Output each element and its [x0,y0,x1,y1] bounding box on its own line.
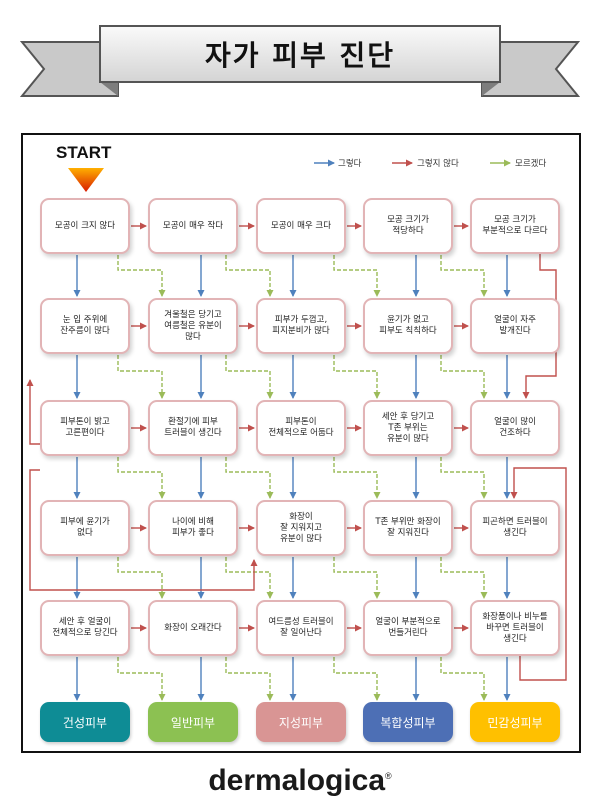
connector-arrow [333,657,381,701]
question-node: 세안 후 얼굴이 전체적으로 당긴다 [40,600,130,656]
question-node: 피부톤이 밝고 고른편이다 [40,400,130,456]
question-node: 피부톤이 전체적으로 어둡다 [256,400,346,456]
result-oily-skin: 지성피부 [256,702,346,742]
question-node: 눈 입 주위에 잔주름이 많다 [40,298,130,354]
legend-label-unknown: 모르겠다 [515,159,547,169]
connector-arrow [440,657,488,701]
connectors [26,222,567,701]
diagram-frame [21,133,581,753]
result-normal-skin: 일반피부 [148,702,238,742]
question-node: 피곤하면 트러블이 생긴다 [470,500,560,556]
question-node: 세안 후 당기고 T존 부위는 유분이 많다 [363,400,453,456]
connector-arrow [333,355,381,399]
question-node: 겨울철은 당기고 여름철은 유분이 많다 [148,298,238,354]
question-node: 얼굴이 많이 건조하다 [470,400,560,456]
connector-arrow [225,255,274,297]
connector-arrow [225,457,274,499]
question-node: T존 부위만 화장이 잘 지워진다 [363,500,453,556]
question-node: 여드름성 트러블이 잘 일어난다 [256,600,346,656]
question-node: 화장품이나 비누를 바꾸면 트러블이 생긴다 [470,600,560,656]
question-node: 윤기가 없고 피부도 칙칙하다 [363,298,453,354]
connector-arrow [225,557,274,599]
question-node: 화장이 오래간다 [148,600,238,656]
start-arrow-icon [68,168,104,192]
logo-text: dermalogica [208,764,386,797]
question-node: 모공이 매우 작다 [148,198,238,254]
connector-arrow [333,557,381,599]
connector-arrow [117,657,166,701]
start-label: START [56,143,112,162]
question-node: 얼굴이 부분적으로 번들거린다 [363,600,453,656]
connector-arrow [440,557,488,599]
question-node: 화장이 잘 지워지고 유분이 많다 [256,500,346,556]
question-node: 얼굴이 자주 발개진다 [470,298,560,354]
connector-arrow [225,355,274,399]
question-node: 모공 크기가 부분적으로 다르다 [470,198,560,254]
result-dry-skin: 건성피부 [40,702,130,742]
connector-arrow [510,467,567,681]
brand-logo: dermalogica® [208,764,392,797]
result-combination-skin: 복합성피부 [363,702,453,742]
result-sensitive-skin: 민감성피부 [470,702,560,742]
question-node: 피부가 두껍고, 피지분비가 많다 [256,298,346,354]
connector-arrow [225,657,274,701]
connector-arrow [117,457,166,499]
connector-arrow [29,469,258,591]
title-banner [19,25,581,97]
connector-arrow [117,557,166,599]
connector-arrow [440,457,488,499]
connector-arrow [117,355,166,399]
question-node: 환절기에 피부 트러블이 생긴다 [148,400,238,456]
question-node: 모공이 매우 크다 [256,198,346,254]
connector-arrow [333,457,381,499]
legend-label-no: 그렇지 않다 [417,159,459,169]
connector-arrow [117,255,166,297]
question-node: 나이에 비해 피부가 좋다 [148,500,238,556]
question-node: 모공 크기가 적당하다 [363,198,453,254]
page-title: 자가 피부 진단 [204,39,396,72]
connector-arrow [440,255,488,297]
connector-arrow [333,255,381,297]
question-node: 피부에 윤기가 없다 [40,500,130,556]
legend-label-yes: 그렇다 [338,159,362,169]
question-node: 모공이 크지 않다 [40,198,130,254]
connector-arrow [440,355,488,399]
